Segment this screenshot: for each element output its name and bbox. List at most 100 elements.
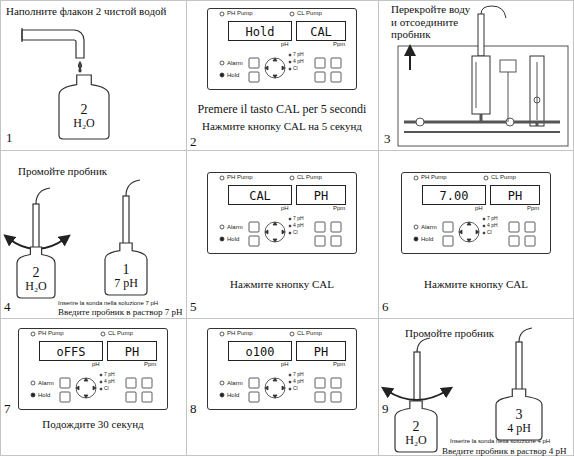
led-label: Hold [227,72,239,79]
key [331,236,341,246]
key [315,392,325,402]
key-dot [289,374,291,376]
bottle-content: H₂O [16,280,56,293]
step-number: 3 [384,132,398,147]
illustration-stroke [416,118,424,126]
illustration-stroke [476,62,477,108]
arrow-key [467,222,471,225]
key [126,392,136,402]
faucet [22,28,84,72]
pump-label: CL Pump [491,174,516,181]
bottle: 17 pH [104,242,148,296]
led [220,237,224,241]
key-label: 4 pH [104,379,115,385]
bottle-content: H₂O [394,434,438,447]
illustration-stroke [534,97,540,103]
display-value: CAL [310,25,332,39]
step-panel: Промойте пробникInserire la sonda nella … [378,318,574,456]
key [142,378,152,388]
lcd-display: PH [296,185,346,205]
led [290,176,294,180]
pump-label: PH Pump [38,330,64,337]
illustration-stroke [516,342,522,392]
bottle-label: 34 pH [495,407,543,436]
arrow-key [84,378,88,381]
key-label: Cl [104,386,109,392]
key [249,392,259,402]
led-label: Hold [421,236,433,243]
arrow-pad [76,378,96,398]
arrow-key [93,386,96,390]
bottle-shape [496,389,542,440]
key [249,58,259,68]
led-label: Hold [227,392,239,399]
led [31,332,35,336]
unit-label: pH [281,361,289,368]
key [315,222,325,232]
step-panel: Premere il tasto CAL per 5 secondiНажмит… [186,0,378,150]
key-label: 7 pH [487,216,498,222]
illustration-stroke [409,50,411,70]
key-dot [289,218,291,220]
key [249,378,259,388]
step-panel: Подождите 30 секунд7PH PumpCL PumppHPpmA… [0,318,186,456]
controller: PH PumpCL PumppHPpmAlarmHold7 pH4 pHCl7.… [401,172,551,254]
bottle-label: 2H₂O [58,102,110,131]
bottle-number: 1 [104,262,148,277]
key-dot [289,232,291,234]
bottle-content: H₂O [58,117,110,130]
led [101,332,105,336]
step-caption: Наполните флакон 2 чистой водой [6,5,182,18]
lcd-display: Hold [228,21,292,41]
pump-label: CL Pump [297,10,322,17]
unit-label: pH [475,205,483,212]
step-number: 8 [190,402,204,417]
arrow-key [282,230,285,234]
bottle-shape [17,247,55,298]
illustration-stroke [537,62,538,120]
step-caption: Промойте пробник [18,165,178,178]
key-label: 4 pH [293,59,304,65]
key-dot [289,61,291,63]
step-caption: Введите пробник в раствор 4 pH [442,446,572,456]
arrow-pad [265,378,285,398]
pump-label: PH Pump [227,174,253,181]
illustration-stroke [536,122,539,126]
step-caption: Premere il tasto CAL per 5 secondi [186,103,378,117]
arrow-key [282,386,285,390]
arrow-key [273,378,277,381]
key-label: Cl [487,230,492,236]
step-panel: Перекройте воду и отсоедините пробник3 [378,0,574,150]
arrow-key [273,239,277,242]
step-panel: Наполните флакон 2 чистой водой12H₂O [0,0,186,150]
key-dot [289,225,291,227]
step-panel: Промойте пробникInserire la sonda nella … [0,150,186,318]
illustration-stroke [378,0,379,456]
illustration-stroke [126,180,140,196]
step-caption: Промойте пробник [405,327,565,340]
step-caption: Подождите 30 секунд [0,418,186,431]
led [220,61,224,65]
display-value: CAL [249,189,271,203]
led [220,12,224,16]
illustration-stroke [404,131,560,133]
bottle: 34 pH [495,388,543,441]
key-dot [483,225,485,227]
step-number: 9 [382,402,396,417]
arrow-key [467,239,471,242]
led [220,73,224,77]
key [126,378,136,388]
arrow-key [265,386,268,390]
key-label: Cl [293,230,298,236]
arrow-key [273,222,277,225]
illustration-stroke [472,56,490,114]
key [60,378,70,388]
illustration-stroke [22,30,84,58]
controller: PH PumpCL PumppHPpmAlarmHold7 pH4 pHCloF… [18,328,168,410]
illustration-stroke [36,188,50,204]
arrow-key [265,66,268,70]
step-panel: Нажмите кнопку CAL6PH PumpCL PumppHPpmAl… [378,150,574,318]
arrow-key [84,395,88,398]
unit-label: Ppm [333,361,345,368]
